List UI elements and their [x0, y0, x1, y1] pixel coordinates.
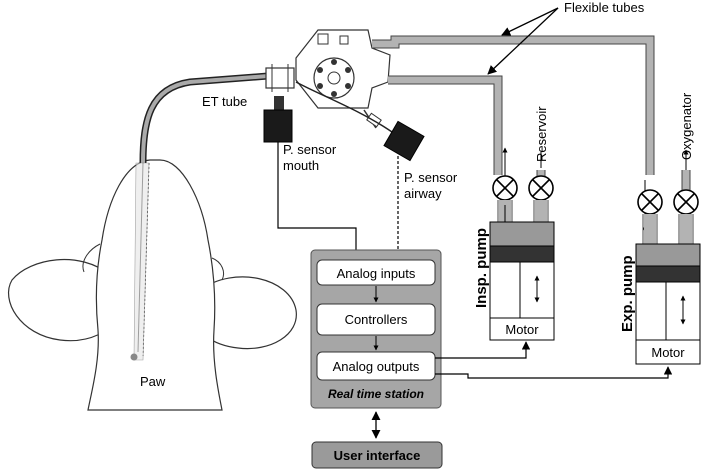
p-sensor-mouth-label-2: mouth — [283, 158, 319, 173]
flexible-tubes-arrow-2 — [501, 7, 559, 36]
pressure-sensor-mouth — [263, 96, 293, 143]
user-interface-box — [311, 441, 443, 469]
user-interface-label: User interface — [334, 448, 421, 463]
exp-tube — [372, 36, 654, 175]
insp-valve-2 — [528, 175, 554, 201]
tube-connector — [265, 67, 295, 89]
exp-cylinder-head — [635, 243, 701, 267]
controllers-label: Controllers — [345, 312, 408, 327]
animal-head — [7, 159, 297, 411]
output-line-insp — [435, 341, 531, 359]
insp-valve-1 — [492, 175, 518, 201]
oxygenator-label: Oxygenator — [679, 92, 694, 160]
head-outline — [87, 159, 223, 411]
exp-motor — [635, 339, 701, 365]
p-sensor-airway-label-2: airway — [404, 186, 442, 201]
et-tube-sheath — [133, 162, 150, 361]
et-tube — [130, 72, 269, 361]
analog-inputs-box — [316, 259, 436, 286]
exp-piston — [635, 265, 701, 283]
insp-motor — [489, 317, 555, 341]
p-sensor-mouth-label-1: P. sensor — [283, 142, 337, 157]
et-tube-label: ET tube — [202, 94, 247, 109]
insp-pump-label: Insp. pump — [473, 228, 490, 308]
output-line-exp — [435, 366, 673, 379]
exp-valve-1 — [637, 189, 663, 215]
exp-pump: Motor — [635, 149, 701, 365]
analog-inputs-label: Analog inputs — [337, 266, 416, 281]
exp-pump-label: Exp. pump — [619, 255, 636, 332]
insp-motor-label: Motor — [505, 322, 539, 337]
exp-cylinder-body — [635, 281, 701, 341]
insp-cylinder-body — [489, 261, 555, 319]
right-eye-curve — [211, 257, 225, 281]
insp-tube — [388, 76, 502, 175]
paw-label: Paw — [140, 374, 166, 389]
reservoir-label: Reservoir — [534, 106, 549, 162]
insp-cylinder-head — [489, 221, 555, 247]
real-time-station: Analog inputs Controllers Analog outputs… — [310, 249, 442, 409]
valve-assembly — [265, 29, 393, 133]
p-sensor-airway-label-1: P. sensor — [404, 170, 458, 185]
pressure-sensor-airway — [383, 120, 425, 162]
left-eye-curve — [82, 243, 101, 273]
exp-valve-2 — [673, 189, 699, 215]
paw-sensor-point — [130, 353, 138, 361]
cable-airway — [295, 81, 393, 133]
analog-outputs-box — [316, 351, 436, 381]
insp-pump: Motor — [489, 152, 555, 341]
controllers-box — [316, 303, 436, 336]
exp-motor-label: Motor — [651, 345, 685, 360]
flexible-tubes-arrow-1 — [487, 7, 559, 75]
analog-outputs-label: Analog outputs — [333, 359, 420, 374]
signal-line-mouth — [277, 142, 361, 259]
real-time-station-label: Real time station — [328, 387, 424, 401]
flexible-tubes — [372, 35, 655, 233]
flexible-tubes-label: Flexible tubes — [564, 0, 645, 15]
insp-piston — [489, 245, 555, 263]
